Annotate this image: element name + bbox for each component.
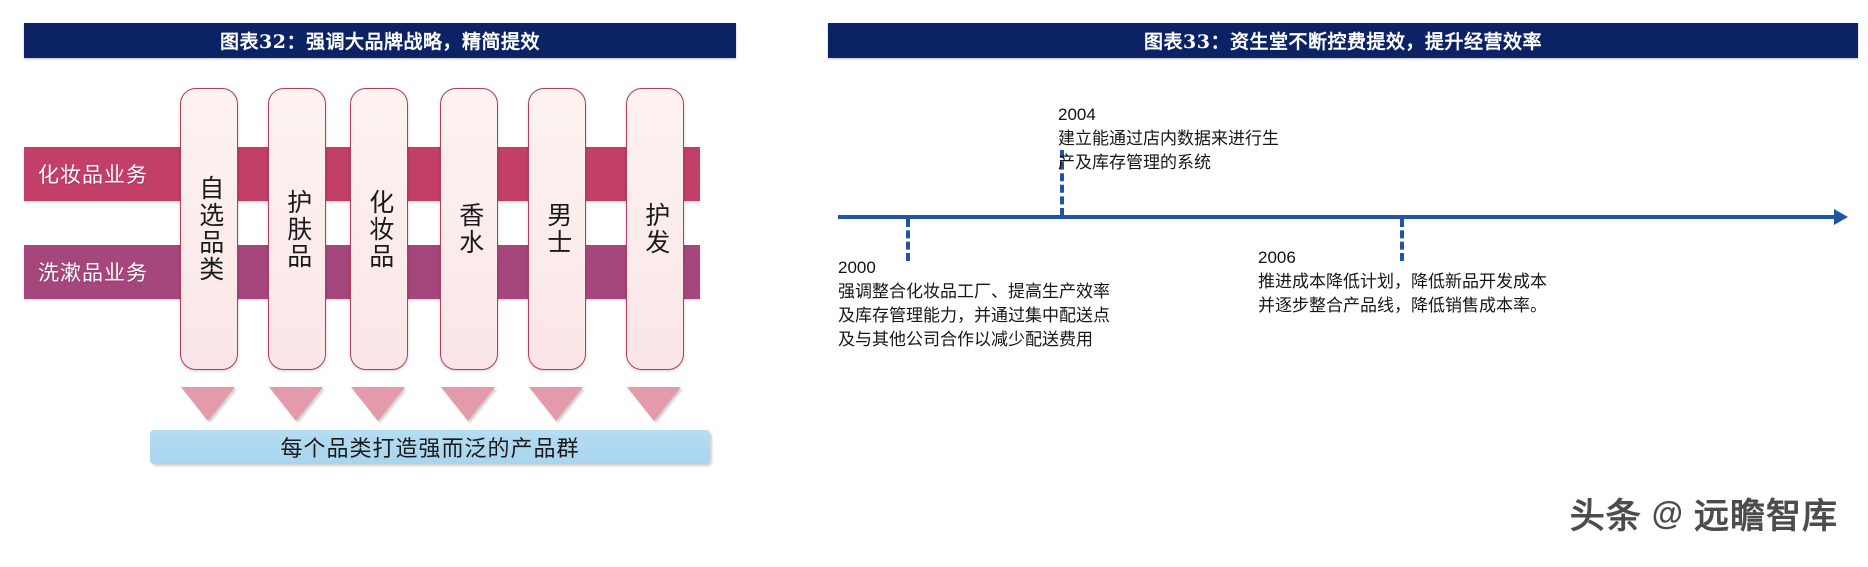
- timeline-event-2004-year: 2004: [1058, 105, 1096, 124]
- category-column-2-label: 护肤品: [283, 188, 312, 270]
- watermark-brand: 头条: [1569, 497, 1642, 536]
- timeline-event-2000-desc: 强调整合化妆品工厂、提高生产效率 及库存管理能力，并通过集中配送点 及与其他公司…: [838, 282, 1110, 350]
- timeline-event-2006-desc: 推进成本降低计划，降低新品开发成本 并逐步整合产品线，降低销售成本率。: [1258, 272, 1547, 316]
- conclusion-bar-label: 每个品类打造强而泛的产品群: [280, 436, 580, 461]
- category-column-1-label: 自选品类: [195, 175, 224, 283]
- down-arrow-icon-5: [529, 387, 583, 421]
- timeline-event-2006: 2006 推进成本降低计划，降低新品开发成本 并逐步整合产品线，降低销售成本率。: [1258, 248, 1618, 318]
- left-figure-panel: 图表32：强调大品牌战略，精简提效 化妆品业务 洗漱品业务 自选品类 护肤品 化…: [0, 0, 820, 567]
- right-figure-title: 图表33：资生堂不断控费提效，提升经营效率: [1144, 31, 1542, 53]
- category-column-3: 化妆品: [350, 88, 408, 370]
- timeline-event-2000: 2000 强调整合化妆品工厂、提高生产效率 及库存管理能力，并通过集中配送点 及…: [838, 258, 1168, 352]
- business-band-cosmetics-label: 化妆品业务: [38, 164, 148, 187]
- down-arrow-icon-4: [441, 387, 495, 421]
- category-column-5-label: 男士: [543, 202, 572, 256]
- down-arrow-icon-6: [627, 387, 681, 421]
- watermark-account: 远瞻智库: [1693, 497, 1838, 536]
- business-band-toiletries-label: 洗漱品业务: [38, 262, 148, 285]
- left-figure-banner: 图表32：强调大品牌战略，精简提效: [24, 23, 736, 58]
- timeline-axis: [838, 215, 1838, 219]
- down-arrow-icon-3: [351, 387, 405, 421]
- category-column-5: 男士: [528, 88, 586, 370]
- down-arrow-icon-2: [269, 387, 323, 421]
- timeline-event-2000-year: 2000: [838, 258, 876, 277]
- watermark-separator: @: [1651, 495, 1684, 531]
- category-column-4-label: 香水: [455, 202, 484, 256]
- left-figure-title: 图表32：强调大品牌战略，精简提效: [220, 31, 540, 53]
- timeline-tick-2004: [1060, 150, 1064, 216]
- category-column-4: 香水: [440, 88, 498, 370]
- category-column-6-label: 护发: [641, 202, 670, 256]
- right-figure-panel: 图表33：资生堂不断控费提效，提升经营效率 2000 强调整合化妆品工厂、提高生…: [820, 0, 1868, 567]
- timeline-tick-2000: [906, 219, 910, 261]
- timeline-tick-2006: [1400, 219, 1404, 261]
- right-figure-banner: 图表33：资生堂不断控费提效，提升经营效率: [828, 23, 1858, 58]
- category-column-1: 自选品类: [180, 88, 238, 370]
- timeline-event-2006-year: 2006: [1258, 248, 1296, 267]
- timeline-event-2004-desc: 建立能通过店内数据来进行生 产及库存管理的系统: [1058, 129, 1279, 173]
- category-column-2: 护肤品: [268, 88, 326, 370]
- watermark: 头条 @ 远瞻智库: [1570, 488, 1838, 539]
- down-arrow-icon-1: [181, 387, 235, 421]
- timeline-event-2004: 2004 建立能通过店内数据来进行生 产及库存管理的系统: [1058, 105, 1388, 175]
- conclusion-bar: 每个品类打造强而泛的产品群: [150, 430, 710, 464]
- category-column-3-label: 化妆品: [365, 188, 394, 270]
- category-column-6: 护发: [626, 88, 684, 370]
- timeline-arrow-icon: [1834, 209, 1848, 225]
